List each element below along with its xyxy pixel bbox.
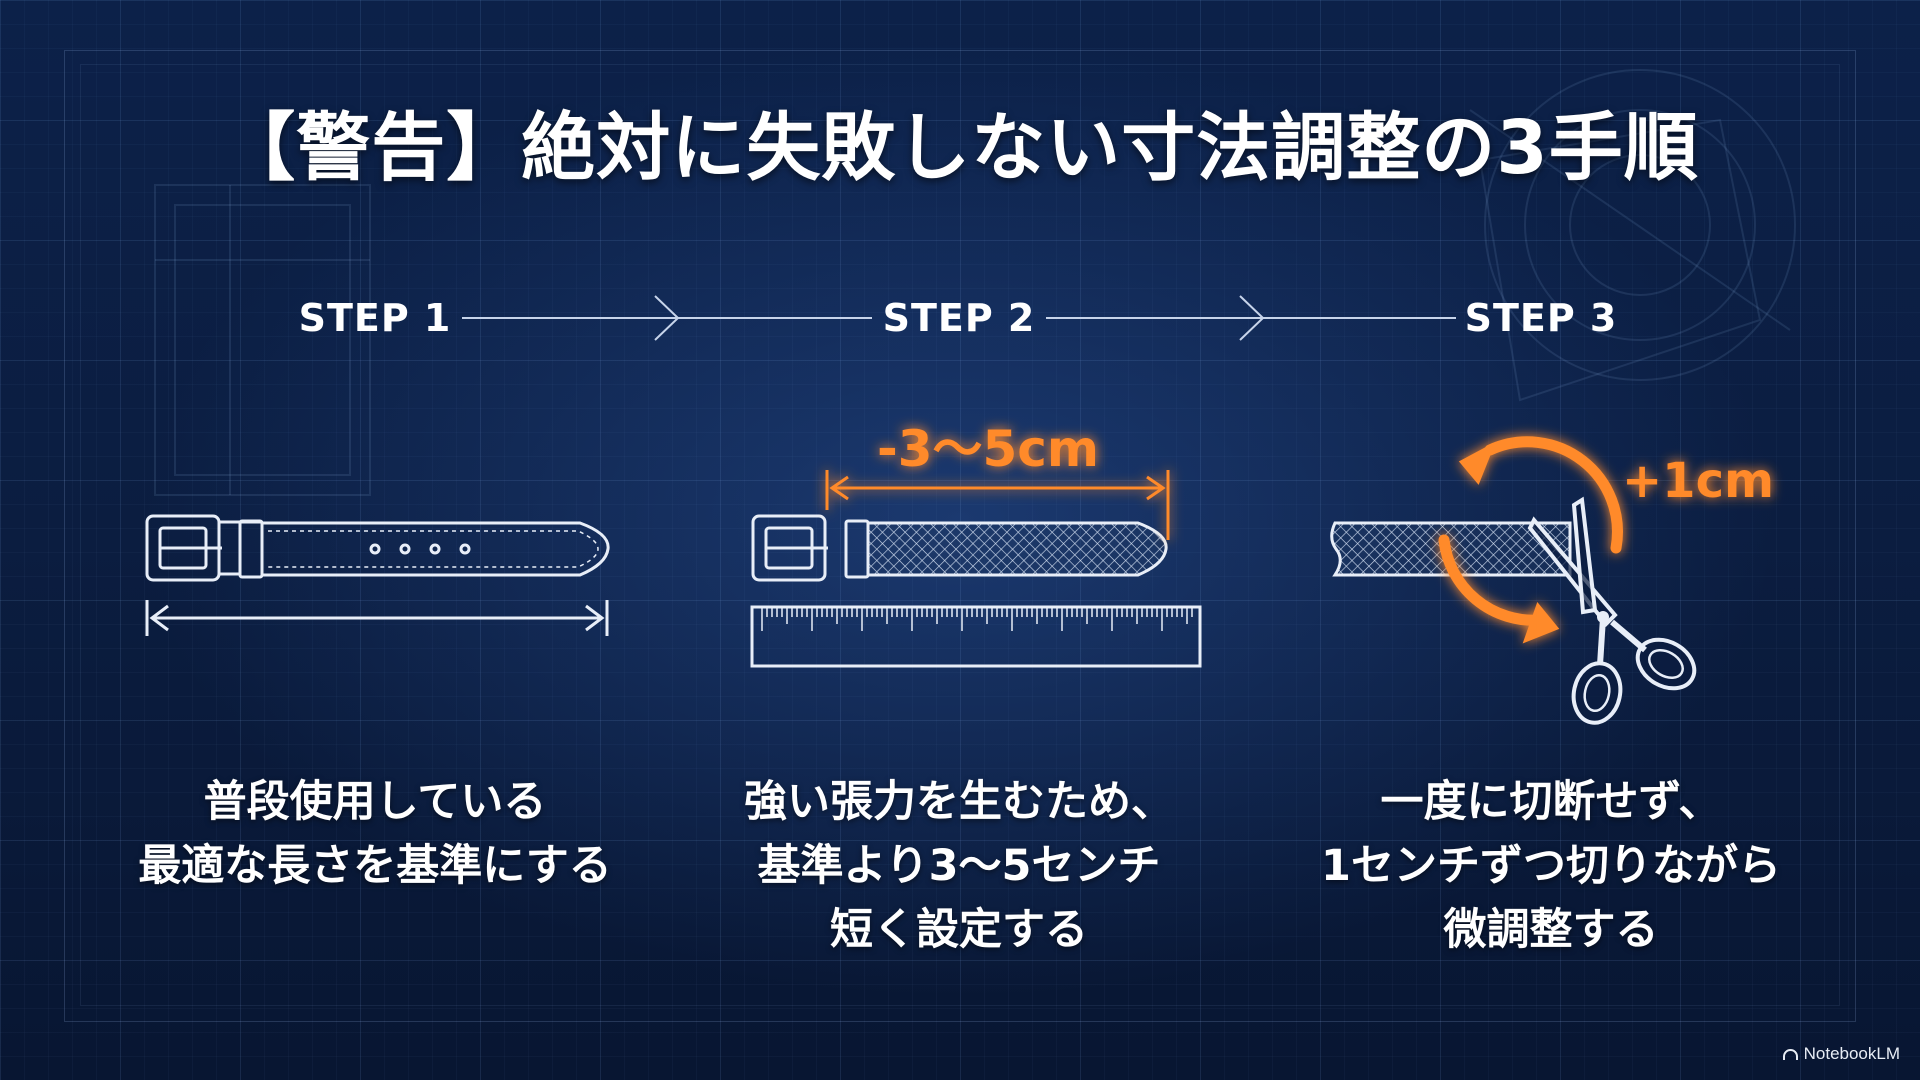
step-3-caption-line: 微調整する: [1443, 905, 1659, 955]
step-3-label: STEP 3: [1464, 296, 1618, 340]
step-1-label: STEP 1: [298, 296, 452, 340]
step-1-caption: 普段使用している 最適な長さを基準にする: [95, 770, 655, 898]
step-1-caption-line: 普段使用している: [203, 777, 547, 827]
step-1-length-arrow: [145, 600, 609, 636]
step-2-caption-line: 短く設定する: [830, 905, 1088, 955]
step-2-caption: 強い張力を生むため、 基準より3〜5センチ 短く設定する: [679, 770, 1239, 962]
notebooklm-icon: [1782, 1048, 1798, 1060]
scissors-icon: [1527, 496, 1697, 725]
step-3-caption: 一度に切断せず、 1センチずつ切りながら 微調整する: [1271, 770, 1831, 962]
step-2-measure-arrow: [825, 470, 1170, 540]
blueprint-frame: [64, 50, 1856, 1022]
step-1-caption-line: 最適な長さを基準にする: [138, 841, 612, 891]
step-2-measurement: -3〜5cm: [877, 420, 1099, 478]
belt-hatched-icon: [751, 514, 1168, 582]
brand-label: NotebookLM: [1803, 1044, 1900, 1063]
ruler-icon: [750, 605, 1202, 668]
step-2-label: STEP 2: [882, 296, 1036, 340]
page-title: 【警告】絶対に失敗しない寸法調整の3手順: [221, 105, 1699, 191]
step-3-caption-line: 一度に切断せず、: [1380, 777, 1722, 827]
step-2-caption-line: 強い張力を生むため、: [744, 777, 1174, 827]
rotate-arrow-icon: [1438, 436, 1623, 644]
brand-badge: NotebookLM: [1782, 1044, 1900, 1064]
belt-icon: [145, 514, 610, 582]
step-2-caption-line: 基準より3〜5センチ: [757, 841, 1161, 891]
blueprint-inner-frame: [80, 64, 1840, 1006]
step-3-measurement: +1cm: [1622, 453, 1774, 509]
step-connector-2: [1046, 295, 1456, 341]
step-connector-1: [462, 295, 872, 341]
step-3-caption-line: 1センチずつ切りながら: [1321, 841, 1781, 891]
